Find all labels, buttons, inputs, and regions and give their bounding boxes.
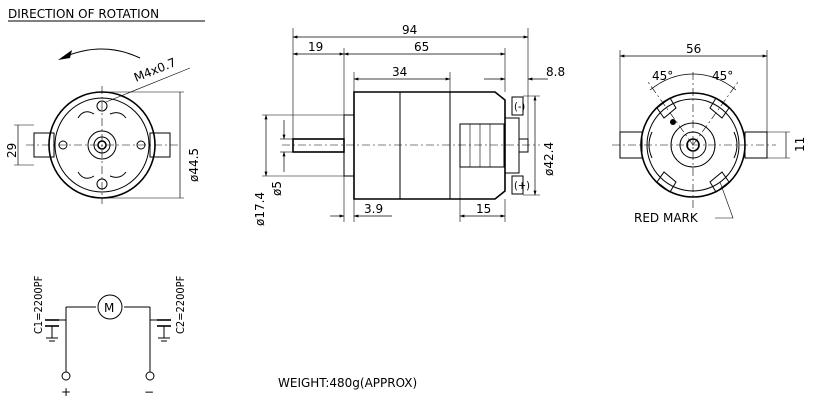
title-group: DIRECTION OF ROTATION <box>8 7 205 22</box>
angle-left-label: 45° <box>652 69 673 83</box>
front-slot-2 <box>109 112 127 119</box>
rear-brush-1 <box>656 97 677 119</box>
terminal-minus <box>145 371 155 381</box>
side-view: (-) (+) 94 19 65 34 8.8 3.9 <box>253 23 565 226</box>
c1-label: C1=2200PF <box>32 275 45 334</box>
front-slot-3 <box>77 171 95 179</box>
front-slot-1 <box>77 111 95 119</box>
plus-label: + <box>61 385 71 399</box>
rear-angle-line-left <box>647 81 694 146</box>
dim-17-label: ø17.4 <box>253 192 267 226</box>
side-shaft <box>292 138 345 153</box>
dim-34-label: 34 <box>392 65 407 79</box>
red-mark-dot <box>670 119 676 125</box>
minus-label: − <box>144 385 154 399</box>
motor-symbol-label: M <box>104 301 114 315</box>
rear-view: 45° 45° 56 11 RED MARK <box>612 42 807 225</box>
rotation-arrow-head <box>58 50 72 60</box>
side-body <box>353 91 506 200</box>
front-view: M4x0.7 29 ø44.5 <box>5 48 201 204</box>
dim-94-label: 94 <box>402 23 417 37</box>
side-rear-cap <box>504 117 520 174</box>
red-mark-label: RED MARK <box>634 211 699 225</box>
front-slot-4 <box>109 171 127 178</box>
side-endcap <box>459 123 505 168</box>
rear-brush-3 <box>656 171 677 193</box>
terminal-plus <box>61 371 71 381</box>
rear-angle-line-right <box>692 81 739 146</box>
c2-label: C2=2200PF <box>174 275 187 334</box>
dim-11-label: 11 <box>793 137 807 152</box>
dim-8-8-label: 8.8 <box>546 65 565 79</box>
dim-19-label: 19 <box>308 40 323 54</box>
dim-44-label: ø44.5 <box>187 148 201 182</box>
side-rear-shaft <box>518 138 529 153</box>
dim-15-label: 15 <box>476 202 491 216</box>
dim-3-9-label: 3.9 <box>364 202 383 216</box>
rear-brush-4 <box>709 171 730 193</box>
dim-29-label: 29 <box>5 143 19 158</box>
angle-right-label: 45° <box>712 69 733 83</box>
dim-65-label: 65 <box>414 40 429 54</box>
angle-arc-right <box>692 73 737 91</box>
side-terminal-pos <box>511 175 524 195</box>
terminal-pos-label: (+) <box>514 179 530 192</box>
motor-symbol <box>97 294 123 320</box>
side-terminal-neg <box>511 96 524 116</box>
rear-brush-2 <box>709 97 730 119</box>
thread-label: M4x0.7 <box>132 55 178 85</box>
dim-56-label: 56 <box>686 42 701 56</box>
rotation-arrow <box>61 48 141 59</box>
front-hole-top <box>96 100 108 112</box>
thread-leader <box>105 67 191 103</box>
red-mark-leader <box>715 181 734 219</box>
terminal-neg-label: (-) <box>514 100 525 113</box>
schematic: M + − C1=2200PF C2=2200PF <box>32 275 187 399</box>
dim-42-label: ø42.4 <box>542 142 556 176</box>
angle-arc-left <box>649 73 694 91</box>
page-title: DIRECTION OF ROTATION <box>8 7 159 21</box>
side-front-boss <box>343 114 355 177</box>
dim-5-label: ø5 <box>270 181 284 196</box>
weight-label: WEIGHT:480g(APPROX) <box>278 376 417 390</box>
